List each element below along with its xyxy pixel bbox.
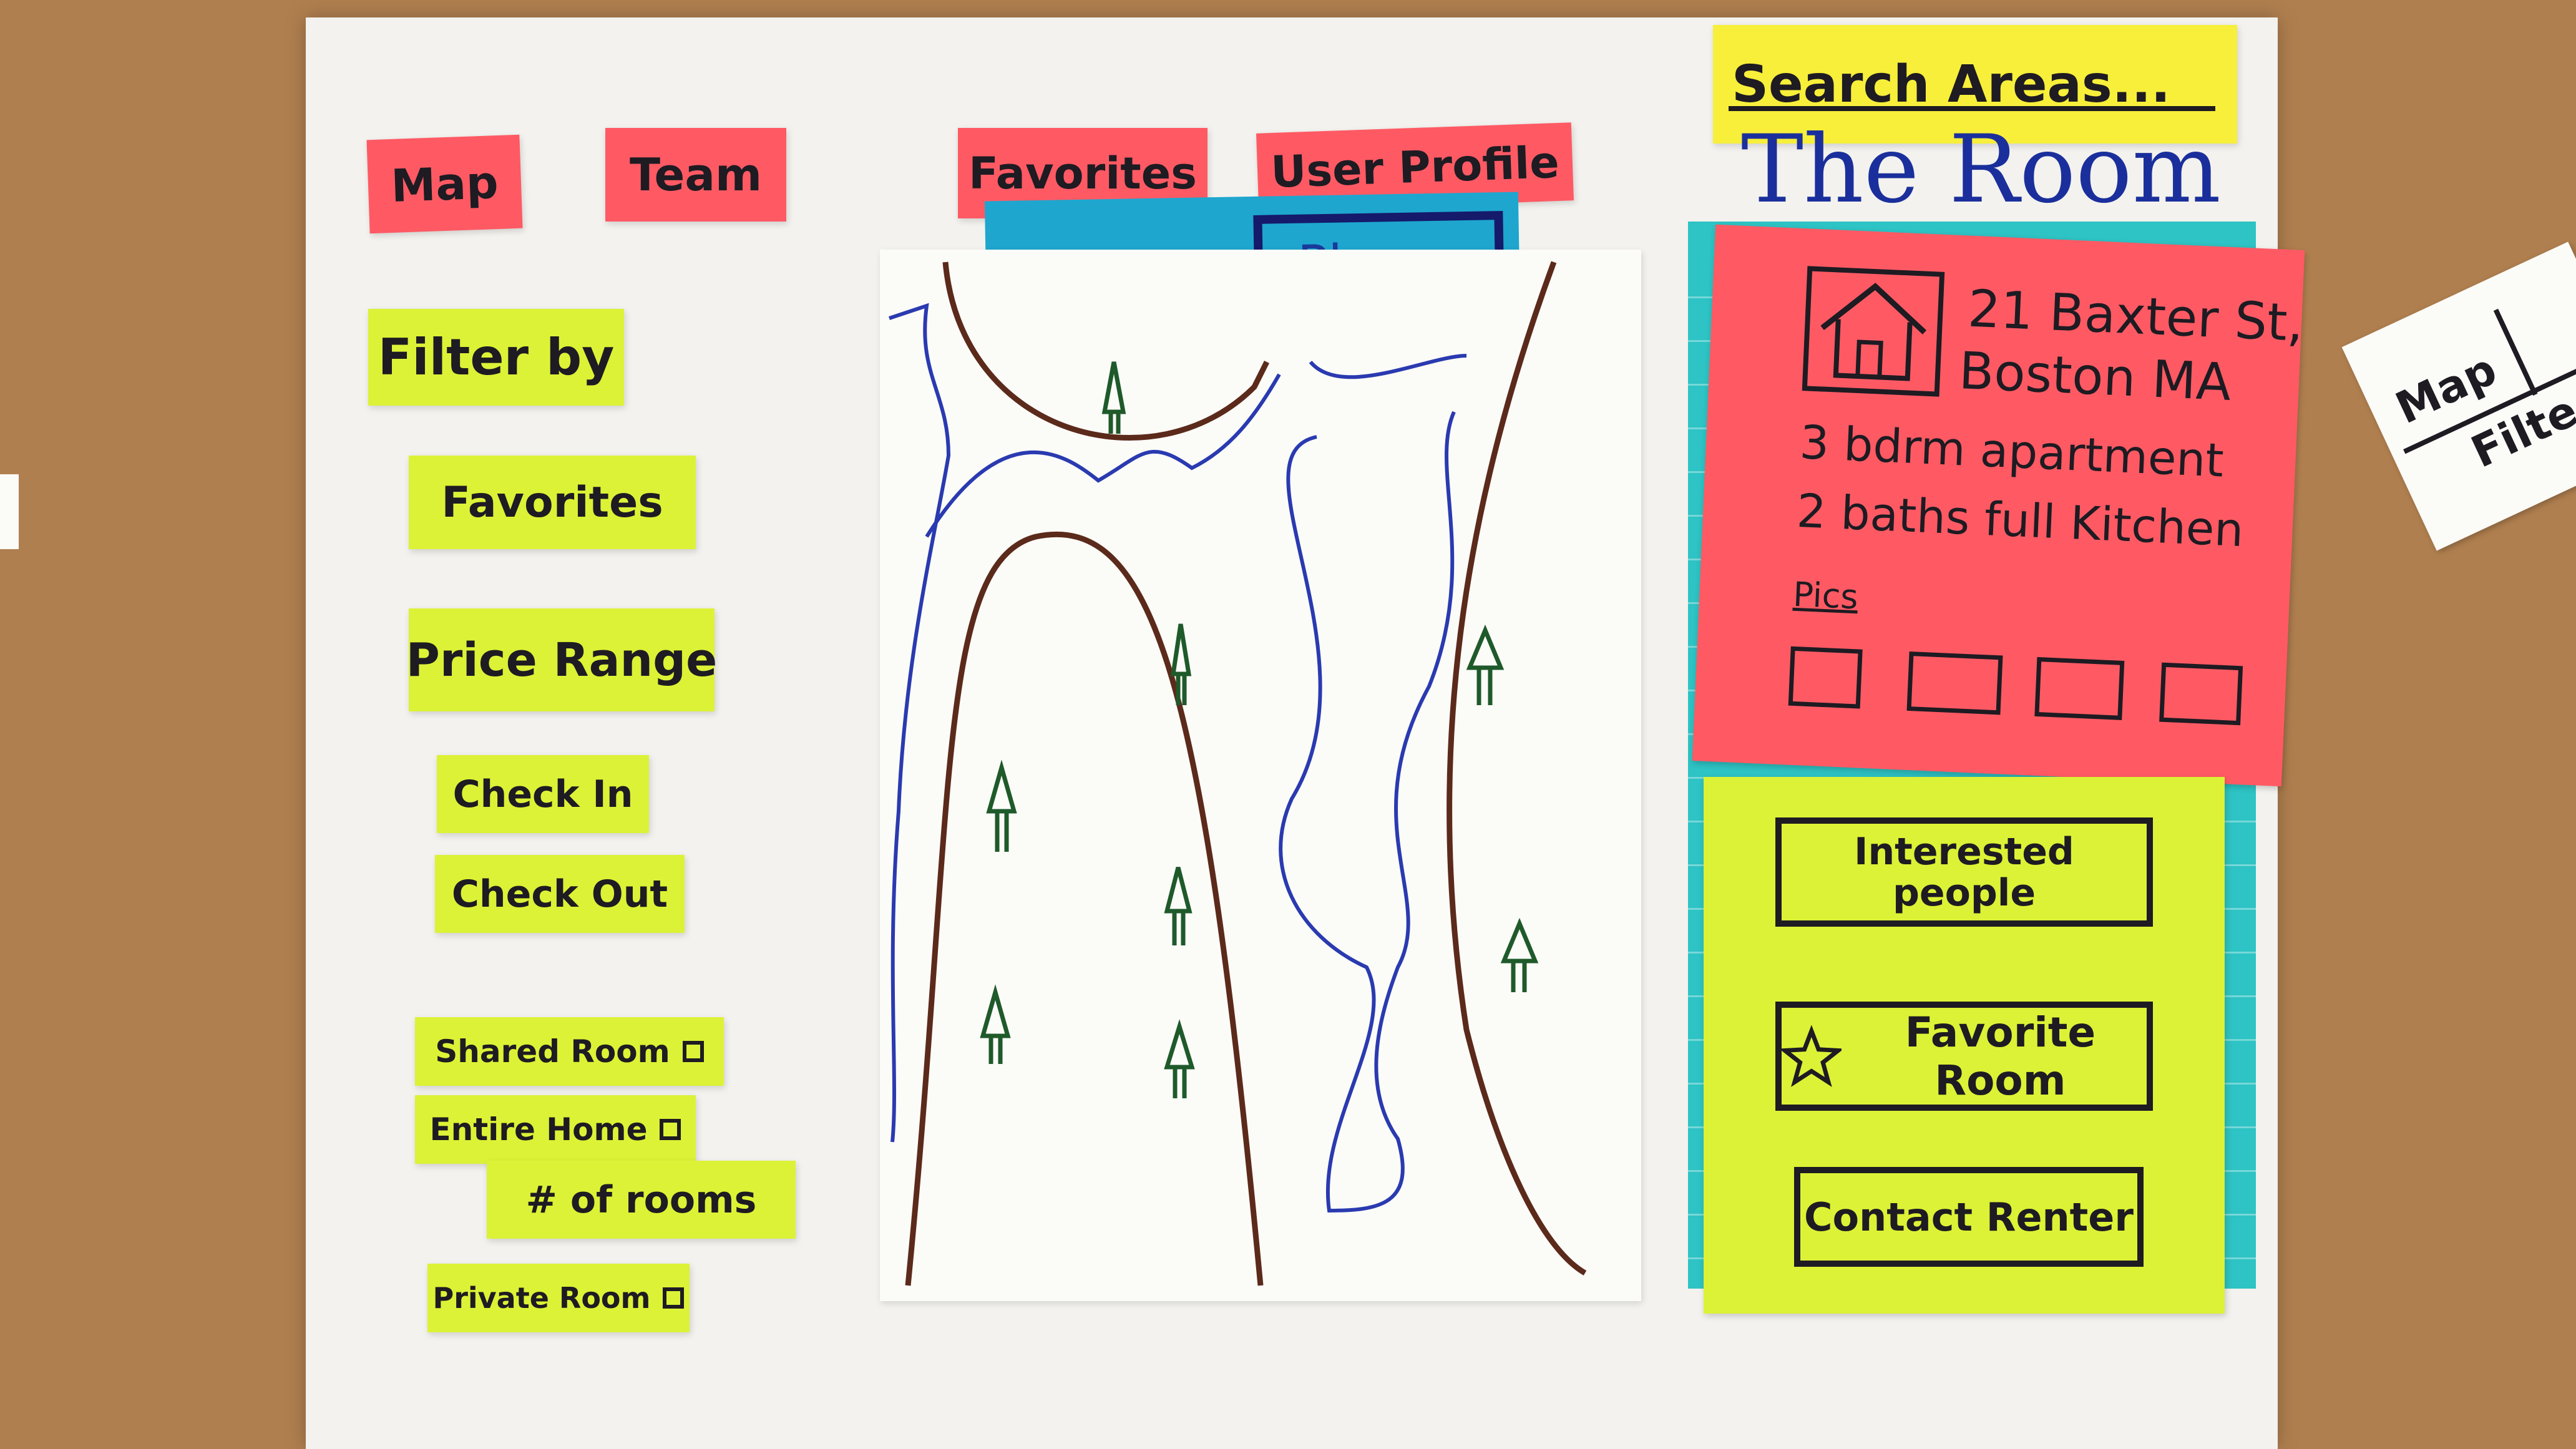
listing-card[interactable]: 21 Baxter St, Boston MA 3 bdrm apartment… (1692, 224, 2305, 787)
filter-private-room[interactable]: Private Room (427, 1264, 690, 1332)
river-line (1279, 411, 1456, 1213)
listing-description-line1: 3 bdrm apartment (1798, 416, 2225, 488)
adjacent-sketch-card: Map Filte (2341, 242, 2576, 551)
house-icon (1802, 266, 1945, 397)
filter-by-heading: Filter by (368, 309, 624, 406)
filter-shared-room-label: Shared Room (435, 1033, 670, 1070)
favorite-room-button[interactable]: Favorite Room (1775, 1002, 2153, 1111)
tree-markers (980, 361, 1539, 1098)
app-title: The Room (1741, 115, 2221, 224)
tree-icon (1101, 361, 1126, 434)
road-line (1447, 261, 1587, 1276)
tree-icon (1164, 867, 1193, 945)
listing-address-line2: Boston MA (1958, 341, 2233, 413)
map-view[interactable] (880, 250, 1641, 1301)
pic-thumbnail[interactable] (2034, 656, 2125, 720)
nav-team-tab[interactable]: Team (605, 128, 786, 222)
pic-thumbnail[interactable] (1788, 646, 1863, 709)
river-line (889, 303, 951, 1143)
star-icon (1782, 1024, 1842, 1087)
road-line (905, 531, 1264, 1286)
search-underline (1729, 106, 2215, 111)
listing-description-line2: 2 baths full Kitchen (1795, 484, 2245, 558)
filter-price-range-button[interactable]: Price Range (406, 608, 717, 711)
contact-renter-button[interactable]: Contact Renter (1794, 1167, 2144, 1267)
listing-actions-panel: Interested people Favorite Room Contact … (1704, 777, 2225, 1314)
interested-people-button[interactable]: Interested people (1775, 817, 2153, 927)
filter-entire-home[interactable]: Entire Home (415, 1095, 696, 1164)
nav-map-tab[interactable]: Map (366, 134, 523, 234)
pics-label: Pics (1792, 574, 1859, 617)
filter-num-rooms-button[interactable]: # of rooms (487, 1161, 796, 1239)
tree-icon (1500, 917, 1539, 992)
filter-entire-home-label: Entire Home (429, 1111, 648, 1148)
private-room-checkbox[interactable] (663, 1287, 685, 1309)
road-line (942, 261, 1270, 441)
shared-room-checkbox[interactable] (682, 1041, 704, 1062)
filter-favorites-button[interactable]: Favorites (409, 456, 696, 549)
tree-icon (1466, 624, 1505, 705)
listing-address-line1: 21 Baxter St, (1966, 279, 2305, 353)
filter-check-in-button[interactable]: Check In (437, 755, 649, 833)
filter-check-out-button[interactable]: Check Out (435, 855, 685, 933)
tree-icon (1170, 623, 1192, 705)
tree-icon (1164, 1019, 1195, 1098)
filter-private-room-label: Private Room (432, 1281, 651, 1315)
river-line (925, 373, 1281, 538)
river-line (1309, 354, 1467, 379)
favorite-room-label: Favorite Room (1905, 1008, 2096, 1105)
left-edge-paper (0, 474, 19, 549)
search-areas-input[interactable]: Search Areas... (1713, 25, 2237, 144)
tree-icon (980, 984, 1011, 1064)
entire-home-checkbox[interactable] (660, 1119, 681, 1140)
pic-thumbnail[interactable] (1906, 651, 2003, 715)
tree-icon (986, 759, 1017, 852)
pic-thumbnail[interactable] (2159, 662, 2243, 726)
filter-shared-room[interactable]: Shared Room (415, 1017, 724, 1086)
map-drawing (889, 261, 1587, 1286)
